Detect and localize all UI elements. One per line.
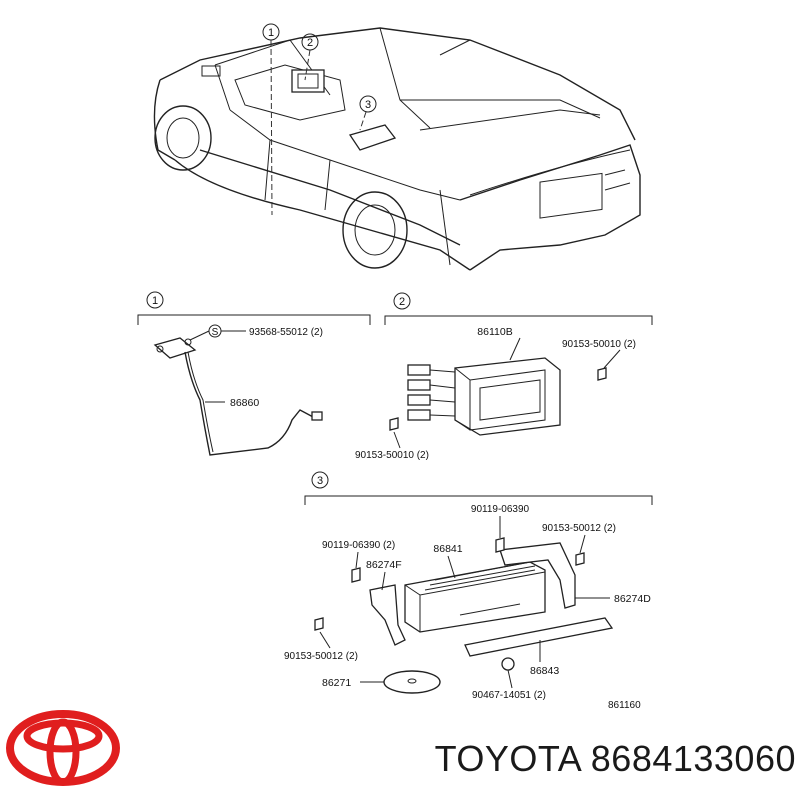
svg-text:93568-55012 (2): 93568-55012 (2) (249, 327, 323, 338)
car-illustration (153, 27, 641, 271)
section-2: 2 86110B 90153-50010 (2) 90153-50010 (2) (355, 292, 653, 461)
svg-text:2: 2 (399, 296, 405, 308)
svg-text:86274D: 86274D (614, 593, 651, 605)
svg-text:90153-50012 (2): 90153-50012 (2) (542, 523, 616, 534)
section-1: 1 S 93568-55012 (2) 86860 (137, 291, 371, 456)
svg-text:86110B: 86110B (477, 326, 512, 338)
callout-2: 2 (301, 33, 319, 51)
svg-text:86843: 86843 (530, 665, 559, 677)
svg-text:86271: 86271 (322, 677, 351, 689)
svg-text:1: 1 (152, 295, 158, 307)
toyota-logo-icon (6, 710, 120, 786)
svg-text:90119-06390 (2): 90119-06390 (2) (322, 540, 395, 551)
brand-part-number: TOYOTA 8684133060 (434, 738, 796, 779)
svg-text:90119-06390: 90119-06390 (471, 504, 530, 515)
section-3: 3 90119-06390 90153-50012 (2) 90119-0639… (284, 471, 653, 711)
svg-text:1: 1 (268, 27, 274, 39)
svg-text:861160: 861160 (608, 700, 641, 711)
callout-1: 1 (262, 23, 280, 41)
svg-text:3: 3 (365, 99, 371, 111)
svg-text:3: 3 (317, 475, 323, 487)
svg-text:86274F: 86274F (366, 559, 402, 571)
svg-text:90467-14051 (2): 90467-14051 (2) (472, 690, 546, 701)
svg-text:86841: 86841 (433, 543, 462, 555)
svg-text:90153-50010 (2): 90153-50010 (2) (562, 339, 636, 350)
svg-text:86860: 86860 (230, 397, 259, 409)
svg-text:2: 2 (307, 37, 313, 49)
callout-3: 3 (359, 95, 377, 113)
svg-text:90153-50010 (2): 90153-50010 (2) (355, 450, 429, 461)
svg-text:90153-50012 (2): 90153-50012 (2) (284, 651, 358, 662)
svg-text:S: S (212, 327, 219, 338)
